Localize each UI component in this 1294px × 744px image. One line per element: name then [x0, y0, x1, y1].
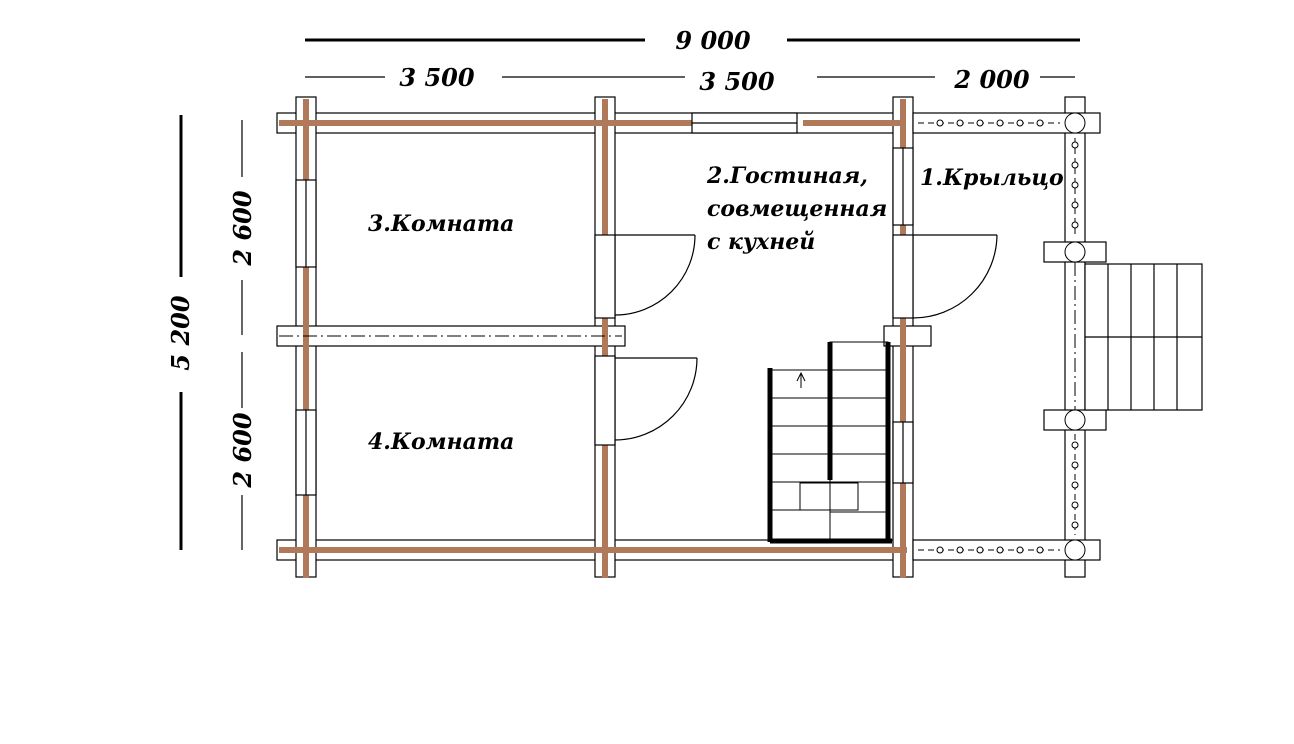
porch-post-top	[1064, 112, 1086, 134]
porch-post-bottom	[1064, 539, 1086, 561]
room-label-room4: 4.Комната	[368, 429, 514, 455]
door-porch	[892, 234, 998, 319]
segment-3-label: 2 000	[953, 65, 1029, 94]
porch-rail-bottom	[912, 539, 1101, 561]
porch-steps	[1084, 263, 1203, 411]
segment-1-label: 3 500	[399, 63, 474, 92]
log-lines	[279, 99, 907, 578]
room-label-living-3: с кухней	[707, 229, 815, 255]
total-width-label: 9 000	[675, 26, 750, 55]
porch-railings	[918, 112, 1086, 561]
depth-upper-label: 2 600	[228, 190, 257, 266]
door-room3	[594, 234, 696, 319]
doors	[594, 234, 998, 446]
axis-lines	[279, 262, 1086, 410]
depth-lower-label: 2 600	[228, 412, 257, 488]
segment-2-label: 3 500	[699, 67, 774, 96]
dimension-lines	[179, 38, 1080, 550]
windows	[295, 112, 914, 496]
room-label-room3: 3.Комната	[368, 211, 514, 237]
total-depth-label: 5 200	[166, 295, 195, 370]
porch-post-stair-top	[1064, 241, 1086, 263]
porch-post-stair-bottom	[1064, 409, 1086, 431]
room-label-porch: 1.Крыльцо	[920, 165, 1064, 191]
room-label-living-1: 2.Гостиная,	[706, 163, 868, 189]
wall-stub	[883, 325, 932, 347]
staircase	[767, 341, 892, 544]
door-room4	[594, 355, 698, 446]
porch-rail-top	[912, 112, 1101, 134]
room-label-living-2: совмещенная	[707, 196, 887, 222]
